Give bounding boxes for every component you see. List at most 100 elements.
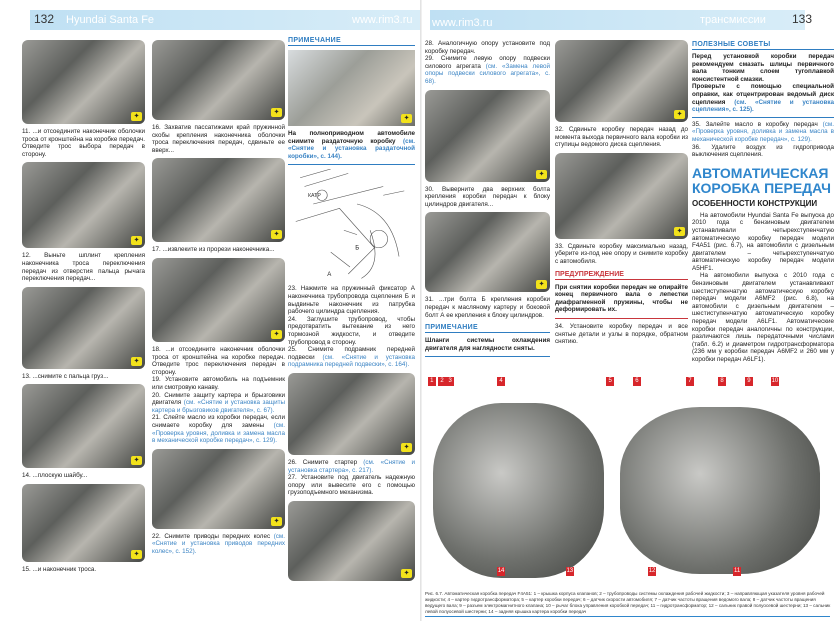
step-29: 29. Снимите левую опору подвески силовог… <box>425 55 550 85</box>
book-spine <box>420 0 422 621</box>
photo-step-32: ✦ <box>555 40 688 122</box>
wrench-icon: ✦ <box>131 456 142 466</box>
photo-step-17: ✦ <box>152 158 285 243</box>
callout-13: 13 <box>565 567 574 577</box>
step-21: 21. Слейте масло из коробки передач, есл… <box>152 414 285 445</box>
step-20: 20. Снимите защиту картера и брызговики … <box>152 391 285 414</box>
photo-step-27: ✦ <box>288 500 415 581</box>
step-16: 16. Захватив пассатижами край пружинной … <box>152 124 285 154</box>
callout-12: 12 <box>648 567 657 577</box>
section-subtitle: ОСОБЕННОСТИ КОНСТРУКЦИИ <box>692 198 818 208</box>
column-4: 28. Аналогичную опору установите под кор… <box>425 40 550 358</box>
callout-7: 7 <box>685 376 694 386</box>
wrench-icon: ✦ <box>271 230 282 240</box>
page-number-right: 133 <box>792 12 813 26</box>
figure-caption: Рис. 6.7. Автоматическая коробка передач… <box>425 591 831 614</box>
wrench-icon: ✦ <box>131 549 142 559</box>
step-34: 34. Установите коробку передач и все сня… <box>555 322 688 346</box>
step-31: 31. ...три болта Б крепления коробки пер… <box>425 296 550 319</box>
wrench-icon: ✦ <box>401 568 412 578</box>
callout-10: 10 <box>770 376 779 386</box>
photo-step-13: ✦ <box>22 286 145 369</box>
ref-link[interactable]: (см. «Проверка уровня, доливка и замена … <box>692 120 834 143</box>
diagram-label-b: Б <box>355 245 359 252</box>
step-12: 12. Выньте шплинт крепления наконечника … <box>22 252 145 283</box>
note-text: На полноприводном автомобиле снимите раз… <box>288 130 415 160</box>
callout-3: 3 <box>446 376 455 386</box>
wrench-icon: ✦ <box>674 226 685 236</box>
divider <box>288 164 415 166</box>
step-35: 35. Залейте масло в коробку передач (см.… <box>692 120 834 143</box>
paragraph-2: На автомобили выпуска с 2010 года с бенз… <box>692 272 834 363</box>
column-1: ✦ 11. ...и отсоедините наконечник оболоч… <box>22 40 145 574</box>
step-28: 28. Аналогичную опору установите под кор… <box>425 40 550 55</box>
photo-step-22: ✦ <box>152 448 285 529</box>
warning-heading: ПРЕДУПРЕЖДЕНИЕ <box>555 270 688 280</box>
warning-text: При снятии коробки передач не опирайте к… <box>555 283 688 314</box>
photo-step-11: ✦ <box>22 40 145 124</box>
step-26: 26. Снимите стартер (см. «Снятие и устан… <box>288 458 415 474</box>
wrench-icon: ✦ <box>536 280 547 290</box>
photo-step-31: ✦ <box>425 212 550 293</box>
wrench-icon: ✦ <box>131 112 142 121</box>
url-left: www.rim3.ru <box>352 14 413 26</box>
wrench-icon: ✦ <box>131 356 142 366</box>
callout-9: 9 <box>744 376 753 386</box>
callout-8: 8 <box>718 376 727 386</box>
ref-link[interactable]: (см. «Снятие и установка защиты картера … <box>152 399 285 414</box>
step-22: 22. Снимите приводы передних колес (см. … <box>152 532 286 555</box>
paragraph-1: На автомобили Hyundai Santa Fe выпуска д… <box>692 211 834 272</box>
photo-step-18: ✦ <box>152 257 285 342</box>
ref-link[interactable]: (см. «Замена левой опоры подвески силово… <box>425 62 550 85</box>
callout-2: 2 <box>438 376 447 386</box>
steps-26-27: 26. Снимите стартер (см. «Снятие и устан… <box>288 459 415 497</box>
steps-18-21: 18. ...и отсоедините наконечник оболочки… <box>152 346 285 445</box>
column-5: ✦ 32. Сдвиньте коробку передач назад до … <box>555 40 688 346</box>
tip-2: Проверьте с помощью специальной оправки,… <box>692 83 835 114</box>
step-33: 33. Сдвиньте коробку максимально назад, … <box>555 242 688 265</box>
step-15: 15. ...и наконечник троса. <box>22 565 97 573</box>
transmission-photo-left <box>433 402 605 579</box>
photo-step-16: ✦ <box>152 40 285 120</box>
divider <box>425 356 550 358</box>
ref-link[interactable]: (см. «Снятие и установка раздаточной кор… <box>288 137 415 160</box>
section-name: трансмиссии <box>700 14 766 26</box>
section-title: АВТОМАТИЧЕСКАЯ КОРОБКА ПЕРЕДАЧ <box>692 164 832 196</box>
column-6: ПОЛЕЗНЫЕ СОВЕТЫ Перед установкой коробки… <box>692 40 834 364</box>
photo-step-12: ✦ <box>22 162 145 249</box>
ref-link[interactable]: (см. «Снятие и установка приводов передн… <box>152 532 286 555</box>
ref-link[interactable]: (см. «Проверка уровня, доливка и замена … <box>152 421 285 445</box>
clutch-line-diagram: КАТР А Б <box>295 169 405 280</box>
transmission-photo-right <box>620 407 820 574</box>
section-body: На автомобили Hyundai Santa Fe выпуска д… <box>692 212 834 364</box>
wrench-icon: ✦ <box>271 516 282 526</box>
step-30: 30. Выверните два верхних болта креплени… <box>425 185 550 208</box>
callout-14: 14 <box>497 567 506 577</box>
callout-4: 4 <box>497 376 506 386</box>
tip-1: Перед установкой коробки передач рекомен… <box>692 53 834 83</box>
divider <box>692 116 834 118</box>
ref-link[interactable]: (см. «Снятие и установка подрамника пере… <box>288 353 415 369</box>
diagram-label-a: А <box>327 271 332 278</box>
step-24: 24. Заглушите трубопровод, чтобы предотв… <box>288 315 415 346</box>
step-25: 25. Снимите подрамник передней подвески … <box>288 346 415 369</box>
step-13: 13. ...снимите с пальца груз... <box>22 372 109 380</box>
steps-23-25: 23. Нажмите на пружинный фиксатор А нако… <box>288 285 415 369</box>
step-23: 23. Нажмите на пружинный фиксатор А нако… <box>288 285 415 316</box>
diagram-logo: КАТР <box>308 193 321 199</box>
wrench-icon: ✦ <box>401 442 412 452</box>
wrench-icon: ✦ <box>271 108 282 117</box>
callout-11: 11 <box>733 567 742 577</box>
step-14: 14. ...плоскую шайбу... <box>22 472 88 480</box>
left-header-band <box>30 10 420 30</box>
note-heading: ПРИМЕЧАНИЕ <box>425 323 550 334</box>
divider <box>425 616 830 617</box>
tips-heading: ПОЛЕЗНЫЕ СОВЕТЫ <box>692 40 834 50</box>
note-text: Шланги системы охлаждения двигателя для … <box>425 337 550 352</box>
callout-5: 5 <box>606 376 615 386</box>
callout-1: 1 <box>427 376 436 386</box>
ref-link[interactable]: (см. «Снятие и установка стартера», с. 2… <box>288 458 415 474</box>
ref-link[interactable]: (см. «Снятие и установка сцепления», с. … <box>692 98 835 114</box>
step-17: 17. ...извлеките из прорези наконечника.… <box>152 246 275 254</box>
